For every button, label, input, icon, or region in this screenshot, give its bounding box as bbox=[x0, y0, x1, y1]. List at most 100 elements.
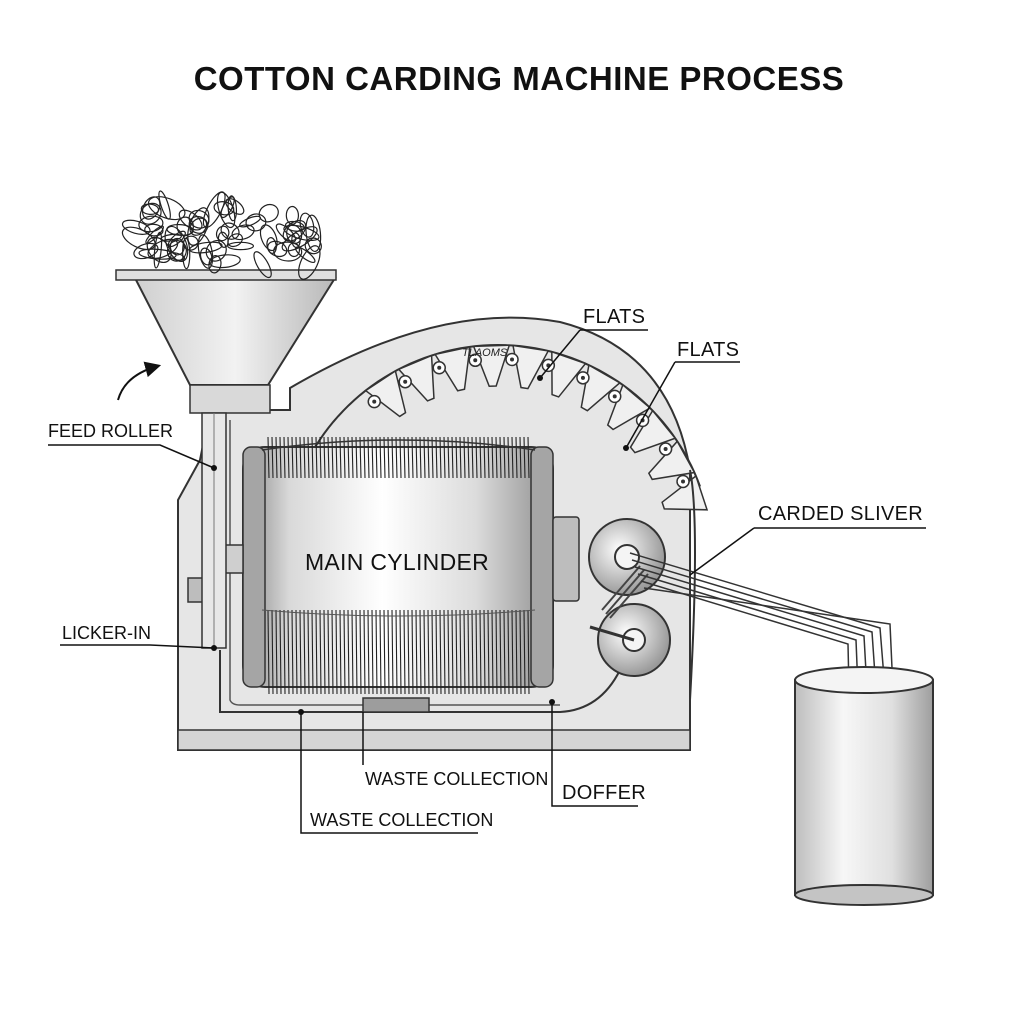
tooth bbox=[367, 436, 370, 479]
tooth bbox=[315, 609, 318, 695]
tooth bbox=[391, 609, 394, 695]
main-cylinder-label: MAIN CYLINDER bbox=[305, 549, 489, 575]
tooth bbox=[403, 609, 406, 695]
tooth bbox=[371, 609, 374, 695]
tooth bbox=[399, 609, 402, 695]
tooth bbox=[395, 609, 398, 695]
flat-segment bbox=[606, 383, 652, 431]
flat-segment bbox=[661, 474, 709, 511]
tooth bbox=[451, 609, 454, 695]
cotton-fiber bbox=[298, 245, 321, 280]
tooth bbox=[299, 609, 302, 695]
flat-segment bbox=[364, 369, 407, 418]
tooth bbox=[467, 609, 470, 695]
cotton-fiber bbox=[285, 205, 300, 225]
cotton-fiber bbox=[138, 215, 164, 233]
tooth bbox=[271, 436, 274, 479]
tooth bbox=[499, 436, 502, 479]
tooth bbox=[267, 609, 270, 695]
label-feed-roller: FEED ROLLER bbox=[48, 421, 173, 441]
cotton-fiber bbox=[205, 239, 227, 262]
tooth bbox=[323, 609, 326, 695]
cotton-fiber bbox=[147, 196, 186, 221]
tooth bbox=[443, 436, 446, 479]
tooth bbox=[523, 609, 526, 695]
tooth bbox=[335, 609, 338, 695]
cotton-fiber bbox=[227, 195, 238, 222]
tooth bbox=[435, 436, 438, 479]
tooth bbox=[475, 609, 478, 695]
cotton-fiber bbox=[164, 225, 189, 262]
tooth bbox=[291, 436, 294, 479]
tooth bbox=[407, 609, 410, 695]
cotton-fiber bbox=[178, 209, 203, 231]
cotton-fiber bbox=[215, 225, 230, 242]
cotton-fiber bbox=[182, 235, 199, 251]
tooth bbox=[423, 436, 426, 479]
tooth bbox=[295, 436, 298, 479]
flat-segment bbox=[551, 350, 587, 398]
flat-segment bbox=[629, 409, 677, 454]
cotton-fiber bbox=[295, 246, 316, 264]
cotton-fiber bbox=[140, 203, 160, 216]
label-waste-collection-upper: WASTE COLLECTION bbox=[365, 769, 548, 789]
tooth bbox=[351, 609, 354, 695]
label-licker-in: LICKER-IN bbox=[62, 623, 151, 643]
tooth bbox=[511, 609, 514, 695]
cotton-fiber bbox=[253, 251, 272, 279]
tooth bbox=[399, 436, 402, 479]
tooth bbox=[339, 436, 342, 479]
tooth bbox=[455, 436, 458, 479]
tooth bbox=[271, 609, 274, 695]
tooth bbox=[471, 436, 474, 479]
cotton-fiber bbox=[153, 231, 163, 269]
tooth bbox=[451, 436, 454, 479]
tooth bbox=[287, 436, 290, 479]
tooth bbox=[503, 436, 506, 479]
tooth bbox=[419, 436, 422, 479]
tooth bbox=[419, 609, 422, 695]
tooth bbox=[519, 436, 522, 479]
flats-chain-text: TLAOMS bbox=[462, 347, 508, 359]
cotton-fiber bbox=[187, 207, 210, 246]
label-waste-collection-lower: WASTE COLLECTION bbox=[310, 810, 493, 830]
tooth bbox=[431, 609, 434, 695]
tooth bbox=[411, 609, 414, 695]
tooth bbox=[495, 609, 498, 695]
tooth bbox=[415, 436, 418, 479]
cotton-fiber bbox=[199, 247, 213, 266]
tooth bbox=[287, 609, 290, 695]
tooth bbox=[487, 609, 490, 695]
tooth bbox=[387, 609, 390, 695]
tooth bbox=[447, 609, 450, 695]
tooth bbox=[519, 609, 522, 695]
tooth bbox=[291, 609, 294, 695]
tooth bbox=[403, 436, 406, 479]
cotton-fiber bbox=[245, 213, 267, 232]
tooth bbox=[363, 436, 366, 479]
cotton-fiber bbox=[305, 214, 322, 253]
cotton-fiber bbox=[146, 236, 172, 263]
cotton-fiber bbox=[158, 190, 171, 220]
tooth bbox=[379, 436, 382, 479]
tooth bbox=[371, 436, 374, 479]
tooth bbox=[359, 609, 362, 695]
flat-segment bbox=[433, 345, 471, 392]
tooth bbox=[339, 609, 342, 695]
label-flats-right: FLATS bbox=[677, 339, 739, 361]
feed-direction-arrow bbox=[117, 361, 162, 401]
tooth bbox=[347, 436, 350, 479]
tooth bbox=[351, 436, 354, 479]
cotton-fiber bbox=[283, 224, 320, 242]
main-cylinder bbox=[187, 436, 580, 695]
tooth bbox=[327, 436, 330, 479]
cotton-fiber bbox=[208, 254, 241, 269]
tooth bbox=[479, 609, 482, 695]
tooth bbox=[355, 609, 358, 695]
cotton-fiber bbox=[284, 220, 305, 232]
tooth bbox=[331, 609, 334, 695]
leader-lines bbox=[48, 329, 926, 834]
tooth bbox=[387, 436, 390, 479]
tooth bbox=[275, 436, 278, 479]
